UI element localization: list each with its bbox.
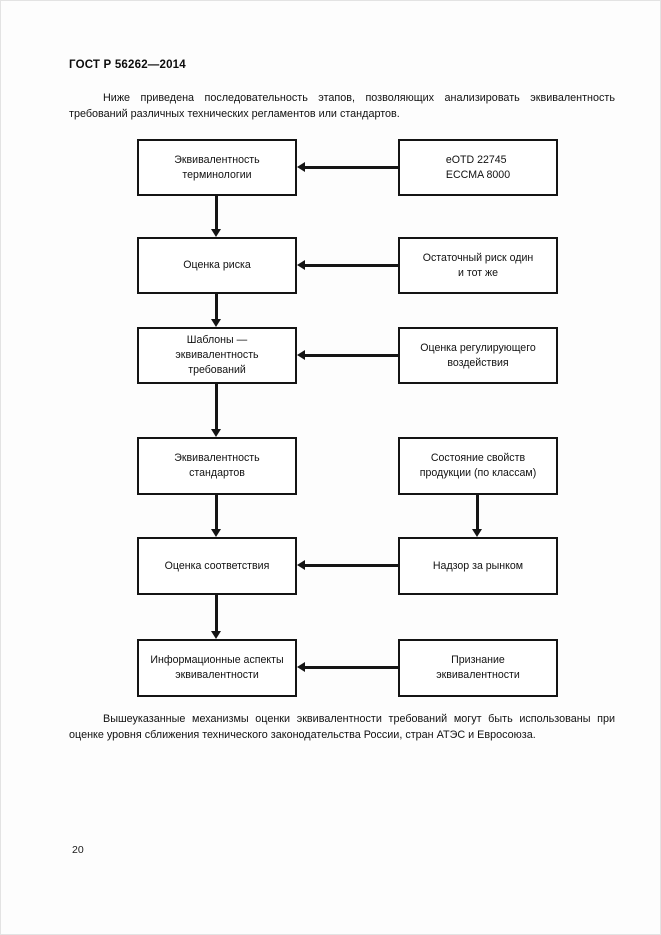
connector-eotd-to-terminology xyxy=(305,166,398,169)
flow-node-risk-assessment: Оценка риска xyxy=(137,237,297,294)
connector-recognition-to-information-aspects xyxy=(305,666,398,669)
flow-node-product-properties-state: Состояние свойств продукции (по классам) xyxy=(398,437,558,495)
flow-node-label: Информационные аспекты эквивалентности xyxy=(150,654,284,681)
arrowhead-down-product-properties-to-market-surveillance xyxy=(472,529,482,537)
flow-node-label: Остаточный риск один и тот же xyxy=(422,251,534,279)
flow-node-equivalence-recognition: Признание эквивалентности xyxy=(398,639,558,697)
closing-paragraph: Вышеуказанные механизмы оценки эквивален… xyxy=(69,713,615,741)
arrowhead-down-templates-to-standards xyxy=(211,429,221,437)
flow-node-information-aspects-equivalence: Информационные аспекты эквивалентности xyxy=(137,639,297,697)
arrowhead-left-regulatory-impact-to-templates xyxy=(297,350,305,360)
flow-node-label: eOTD 22745 ECCMA 8000 xyxy=(445,153,511,181)
flow-node-label: Признание эквивалентности xyxy=(436,654,520,681)
page-number: 20 xyxy=(72,844,84,856)
connector-risk-to-templates xyxy=(215,294,218,320)
arrowhead-left-eotd-to-terminology xyxy=(297,162,305,172)
connector-standards-to-conformity xyxy=(215,495,218,530)
flow-node-eotd-eccma: eOTD 22745 ECCMA 8000 xyxy=(398,139,558,196)
arrowhead-down-terminology-to-risk xyxy=(211,229,221,237)
arrowhead-left-residual-risk-to-risk-assessment xyxy=(297,260,305,270)
connector-regulatory-impact-to-templates xyxy=(305,354,398,357)
standard-header: ГОСТ Р 56262—2014 xyxy=(69,59,186,71)
flow-node-label: Оценка риска xyxy=(183,259,251,271)
arrowhead-down-conformity-to-information xyxy=(211,631,221,639)
arrowhead-down-standards-to-conformity xyxy=(211,529,221,537)
connector-terminology-to-risk xyxy=(215,196,218,230)
connector-conformity-to-information xyxy=(215,595,218,632)
connector-product-properties-to-market-surveillance xyxy=(476,495,479,530)
flow-node-label: Оценка регулирующего воздействия xyxy=(420,341,536,369)
flow-node-label: Эквивалентность стандартов xyxy=(174,452,260,479)
connector-market-surveillance-to-conformity xyxy=(305,564,398,567)
flow-node-label: Надзор за рынком xyxy=(432,559,524,572)
flow-node-templates-requirements-equivalence: Шаблоны — эквивалентность требований xyxy=(137,327,297,384)
flow-node-label: Оценка соответствия xyxy=(164,559,270,572)
connector-templates-to-standards xyxy=(215,384,218,430)
flow-node-terminology-equivalence: Эквивалентность терминологии xyxy=(137,139,297,196)
flow-node-label: Эквивалентность терминологии xyxy=(174,153,260,181)
arrowhead-left-market-surveillance-to-conformity xyxy=(297,560,305,570)
arrowhead-down-risk-to-templates xyxy=(211,319,221,327)
arrowhead-left-recognition-to-information-aspects xyxy=(297,662,305,672)
flow-node-conformity-assessment: Оценка соответствия xyxy=(137,537,297,595)
flow-node-standards-equivalence: Эквивалентность стандартов xyxy=(137,437,297,495)
flow-node-market-surveillance: Надзор за рынком xyxy=(398,537,558,595)
flow-node-label: Шаблоны — эквивалентность требований xyxy=(175,334,259,376)
intro-paragraph: Ниже приведена последовательность этапов… xyxy=(69,92,615,120)
flow-node-label: Состояние свойств продукции (по классам) xyxy=(419,452,537,479)
connector-residual-risk-to-risk-assessment xyxy=(305,264,398,267)
flow-node-residual-risk-same: Остаточный риск один и тот же xyxy=(398,237,558,294)
flow-node-regulatory-impact-assessment: Оценка регулирующего воздействия xyxy=(398,327,558,384)
